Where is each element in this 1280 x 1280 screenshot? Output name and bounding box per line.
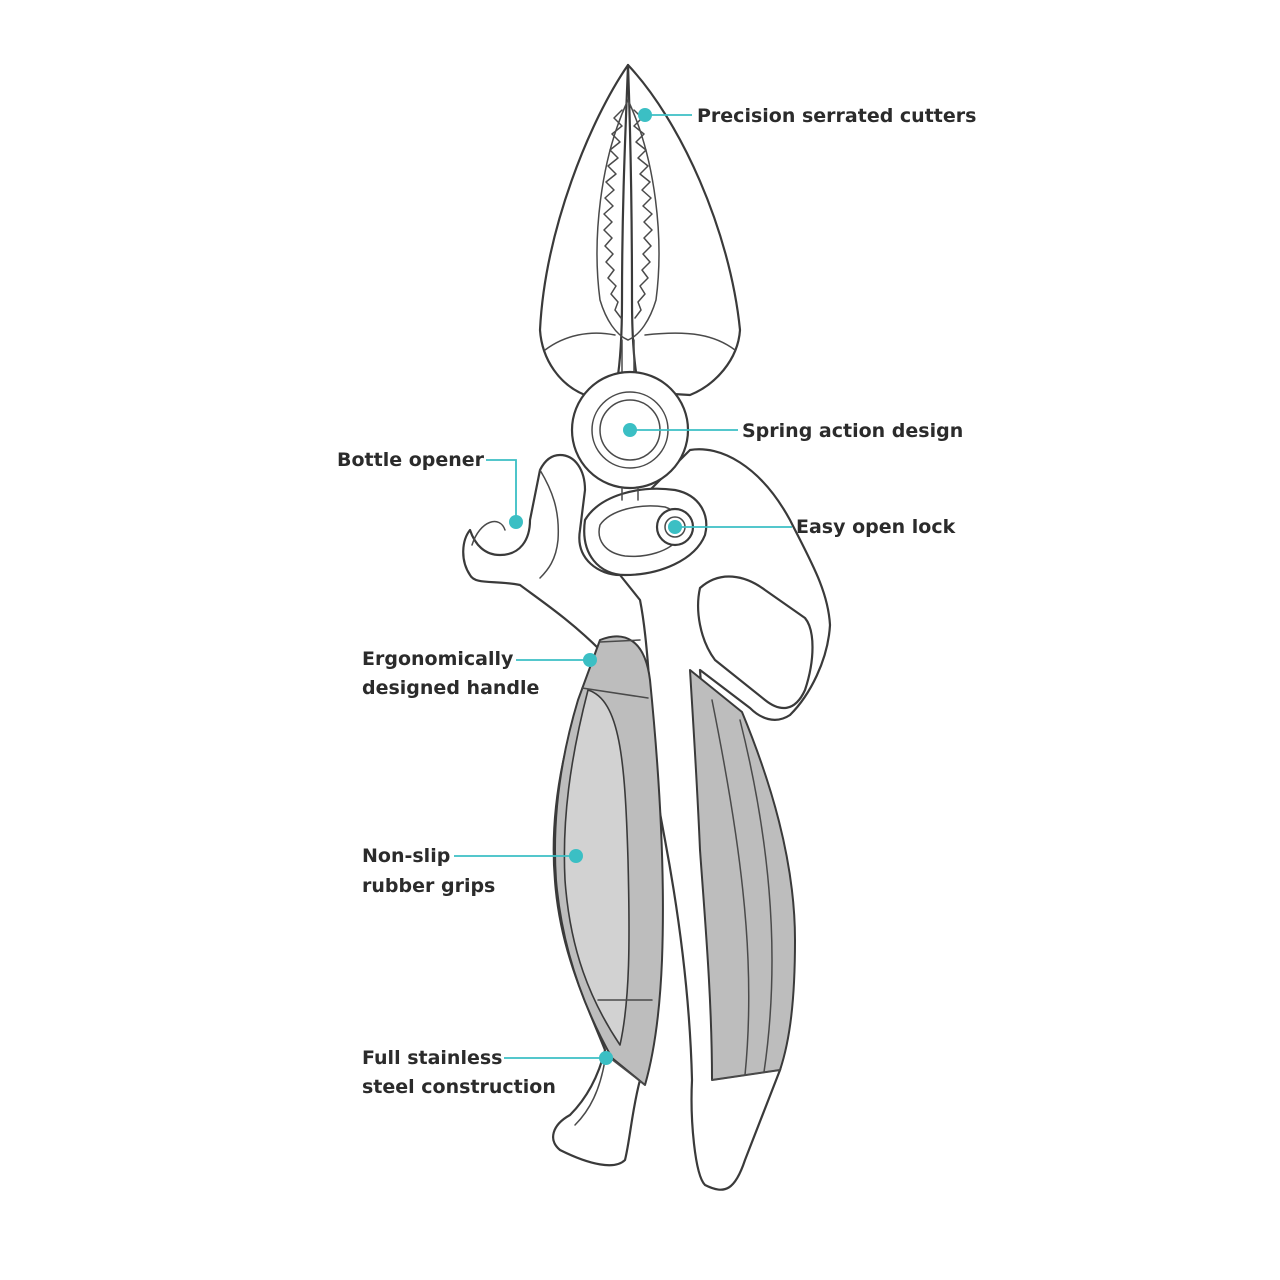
- callout-label: steel construction: [362, 1076, 556, 1098]
- callouts: Precision serrated cutters Spring action…: [337, 105, 976, 1098]
- callout-dot: [623, 423, 637, 437]
- callout-label: Easy open lock: [796, 516, 956, 538]
- callout-label: designed handle: [362, 677, 539, 699]
- callout-label: Bottle opener: [337, 449, 485, 471]
- callout-opener: Bottle opener: [337, 449, 523, 529]
- callout-dot: [569, 849, 583, 863]
- callout-label: Precision serrated cutters: [697, 105, 976, 127]
- callout-grips: Non-slip rubber grips: [362, 845, 583, 897]
- callout-dot: [509, 515, 523, 529]
- callout-label: Ergonomically: [362, 648, 514, 670]
- callout-label: Full stainless: [362, 1047, 502, 1069]
- callout-label: rubber grips: [362, 875, 495, 897]
- serration-right: [633, 109, 653, 319]
- callout-cutters: Precision serrated cutters: [638, 105, 976, 127]
- callout-label: Spring action design: [742, 420, 963, 442]
- callout-dot: [638, 108, 652, 122]
- callout-leader: [486, 459, 517, 522]
- callout-spring: Spring action design: [623, 420, 963, 442]
- blade-left: [538, 63, 630, 397]
- callout-steel: Full stainless steel construction: [362, 1047, 613, 1098]
- callout-label: Non-slip: [362, 845, 450, 867]
- callout-dot: [668, 520, 682, 534]
- serration-left: [603, 109, 623, 319]
- right-handle-window: [697, 575, 814, 710]
- blade-right: [626, 63, 742, 397]
- callout-lock: Easy open lock: [668, 516, 956, 538]
- callout-handle: Ergonomically designed handle: [362, 648, 597, 699]
- callout-dot: [599, 1051, 613, 1065]
- shears-illustration: [462, 63, 832, 1191]
- callout-dot: [583, 653, 597, 667]
